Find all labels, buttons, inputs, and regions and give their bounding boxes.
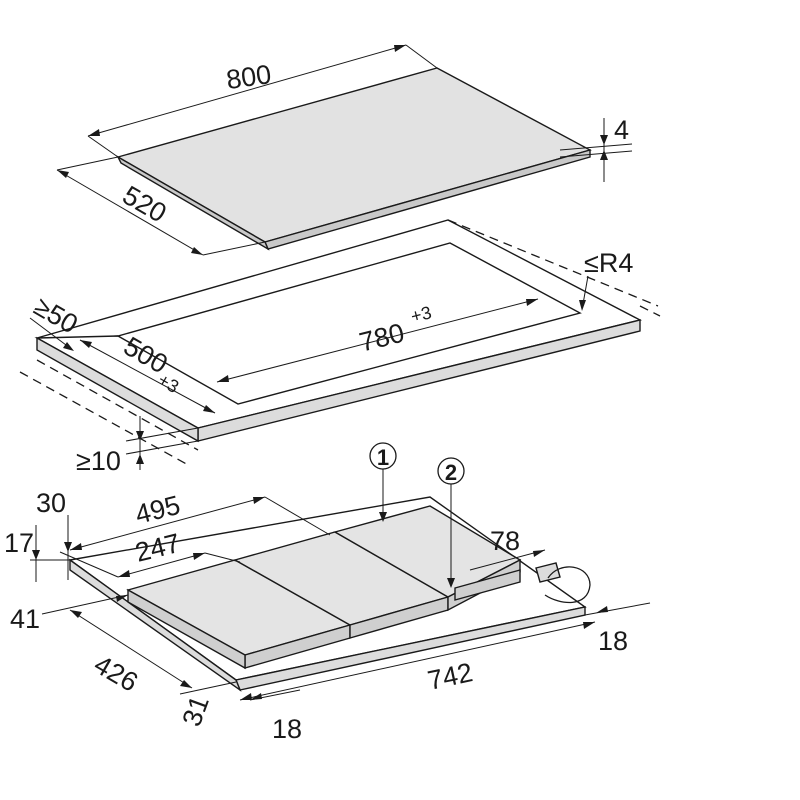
arrowhead [526, 299, 538, 306]
arrowhead [88, 129, 100, 136]
offset-41-dimension: 41 [10, 594, 129, 634]
worktop-thickness-label: ≥10 [76, 446, 121, 476]
arrowhead [116, 595, 128, 602]
arrowhead [203, 405, 215, 413]
dim-18-right-label: 18 [598, 626, 628, 656]
callout-1: 1 [369, 442, 397, 522]
height-30-dimension: 30 [36, 488, 119, 580]
arrowhead [240, 693, 252, 700]
height-17-label: 17 [4, 528, 34, 558]
arrowhead [180, 680, 192, 688]
frame-front-side [197, 319, 641, 442]
dim-78: 78 [469, 526, 546, 571]
hob-glass-panel [116, 67, 592, 251]
height-17-dimension: 17 [4, 525, 70, 582]
arrowhead [136, 431, 144, 441]
arrowhead [191, 247, 203, 255]
arrowhead [64, 542, 72, 552]
cable-plug [535, 562, 561, 583]
length-426-label: 426 [89, 649, 143, 698]
hob-width-dimension: 800 [87, 44, 438, 158]
offset-41-label: 41 [10, 604, 40, 634]
hob-width-label: 800 [224, 59, 273, 95]
arrowhead [394, 45, 406, 52]
hob-thickness-dimension: 4 [559, 115, 633, 182]
arrowhead [57, 170, 69, 178]
arrowhead [80, 340, 92, 348]
dim-78-label: 78 [490, 526, 520, 556]
arrowhead [596, 606, 608, 613]
callout-2: 2 [437, 457, 465, 588]
dim-31-label: 31 [176, 692, 214, 730]
callout-2-number: 2 [445, 460, 457, 485]
arrowhead [583, 622, 595, 629]
dim-18-front-label: 18 [272, 714, 302, 744]
height-30-label: 30 [36, 488, 66, 518]
arrowhead [217, 375, 229, 382]
arrowhead [70, 543, 82, 550]
arrowhead [379, 512, 387, 522]
overall-depth-label: 495 [132, 490, 183, 530]
arrowhead [600, 150, 608, 160]
cutout-width-tolerance: +3 [409, 302, 434, 326]
arrowhead [70, 610, 82, 618]
base-plate-left [69, 558, 242, 692]
arrowhead [579, 300, 586, 311]
callout-1-number: 1 [377, 445, 389, 470]
hob-thickness-label: 4 [614, 115, 629, 145]
arrowhead [32, 550, 40, 560]
arrowhead [193, 553, 205, 560]
cutout-width-label: 780 [356, 318, 407, 358]
arrowhead [136, 454, 144, 464]
glass-top-surface [116, 67, 592, 243]
corner-radius-dimension: ≤R4 [579, 248, 633, 311]
dim-18-right: 18 [584, 602, 651, 656]
power-cable [544, 566, 591, 604]
arrowhead [253, 497, 265, 504]
dim-31: 31 [176, 681, 237, 730]
length-742-label: 742 [425, 657, 475, 696]
arrowhead [600, 135, 608, 145]
arrowhead [118, 570, 130, 577]
worktop-thickness-dimension: ≥10 [76, 416, 199, 476]
arrowhead [447, 578, 455, 588]
dim-18-front: 18 [249, 689, 302, 744]
glass-left-edge [116, 155, 270, 251]
arrowhead [63, 342, 74, 351]
corner-radius-label: ≤R4 [584, 248, 633, 278]
arrowhead [533, 550, 545, 557]
worktop-frame [19, 219, 661, 467]
frame-top-surface [34, 219, 642, 429]
hob-base-modules [68, 496, 591, 692]
connection-box [454, 569, 521, 601]
